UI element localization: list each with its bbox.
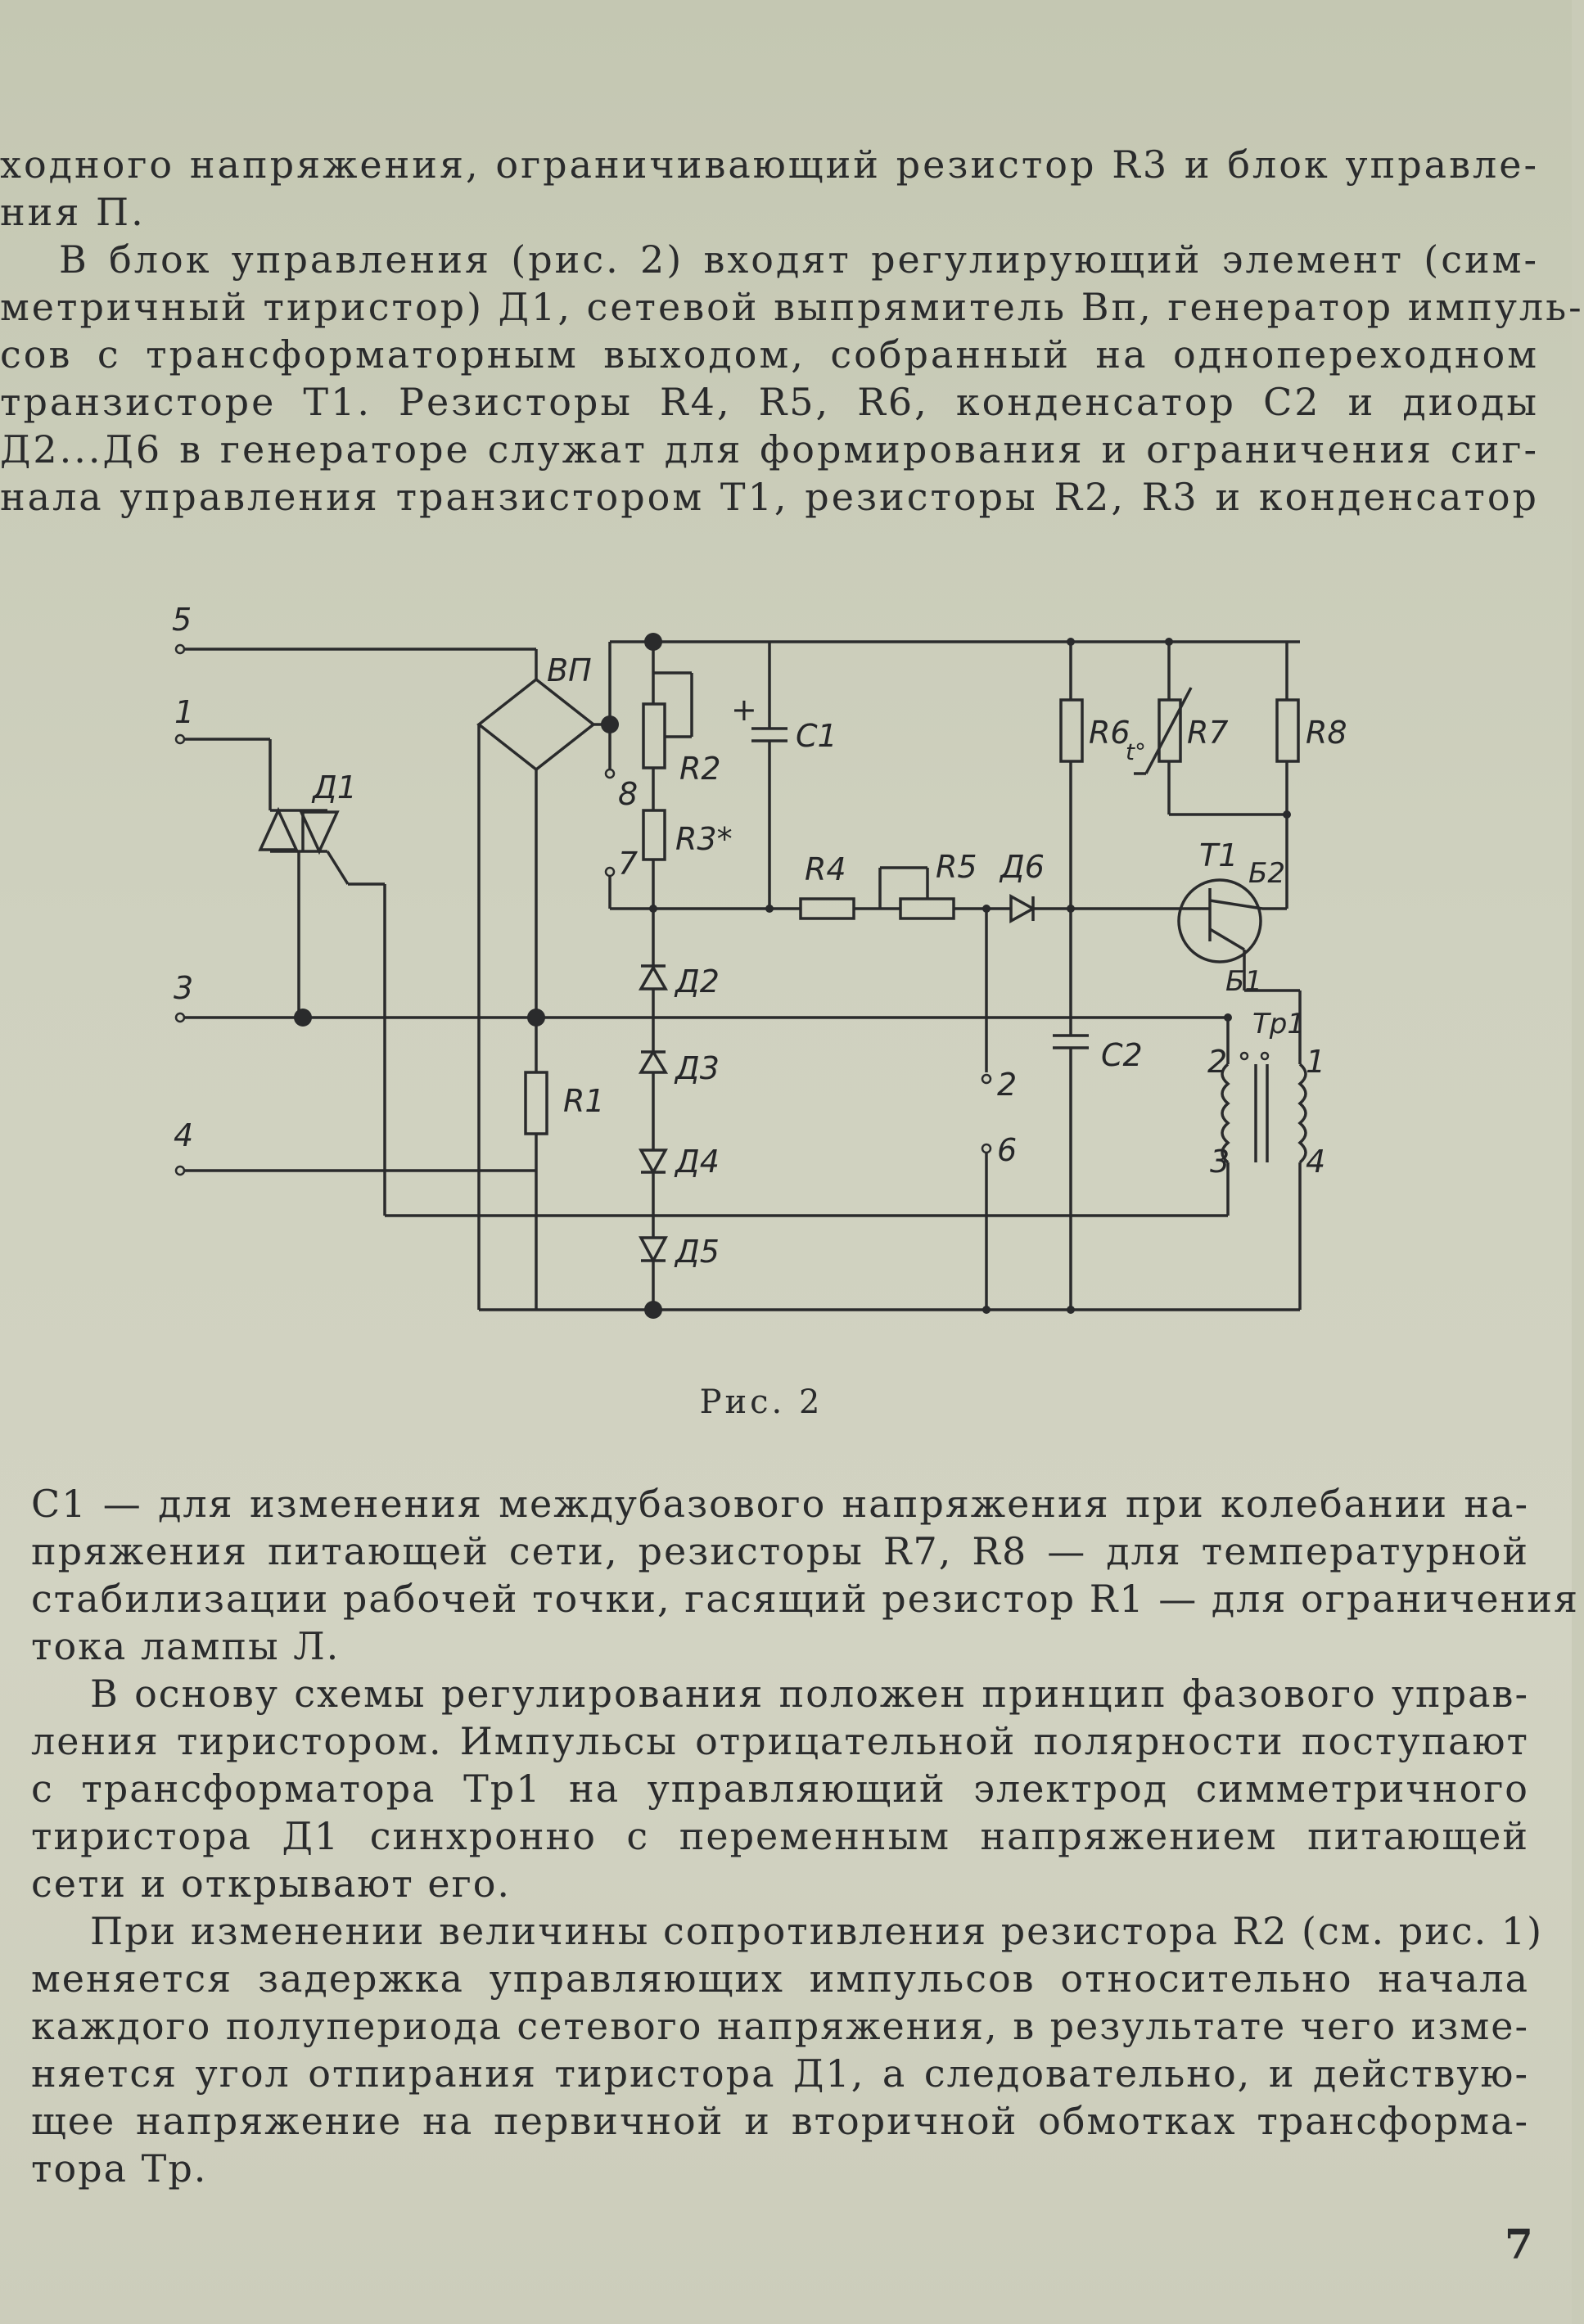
text-line: Д2...Д6 в генераторе служат для формиров… bbox=[0, 427, 1539, 472]
t1-b1-label: Б1 bbox=[1225, 965, 1262, 998]
text-top: ходного напряжения, ограничивающий резис… bbox=[0, 141, 1584, 521]
text-line: транзисторе Т1. Резисторы R4, R5, R6, ко… bbox=[0, 380, 1539, 424]
text-line: тиристора Д1 синхронно с переменным напр… bbox=[31, 1814, 1529, 1858]
terminal-4-label: 4 bbox=[174, 1117, 193, 1153]
tr-pin4-label: 4 bbox=[1306, 1144, 1325, 1180]
text-line: с трансформатора Тр1 на управляющий элек… bbox=[31, 1767, 1529, 1811]
r4-label: R4 bbox=[805, 851, 846, 887]
r2-label: R2 bbox=[679, 751, 721, 787]
d5-label: Д5 bbox=[674, 1234, 720, 1270]
r3-label: R3* bbox=[675, 821, 733, 857]
figure-caption: Рис. 2 bbox=[699, 1383, 824, 1421]
r6-label: R6 bbox=[1089, 715, 1130, 751]
r5-label: R5 bbox=[936, 849, 977, 885]
terminal-1-label: 1 bbox=[174, 694, 194, 730]
text-line: няется угол отпирания тиристора Д1, а сл… bbox=[31, 2051, 1529, 2096]
transformer-label: Тр1 bbox=[1252, 1008, 1305, 1040]
text-line: стабилизации рабочей точки, гасящий рези… bbox=[31, 1577, 1579, 1621]
d2-label: Д2 bbox=[674, 963, 720, 1000]
tr-pin1-label: 1 bbox=[1306, 1044, 1325, 1080]
text-line: сов с трансформаторным выходом, собранны… bbox=[0, 332, 1539, 377]
c2-label: C2 bbox=[1101, 1037, 1143, 1073]
r8-label: R8 bbox=[1306, 715, 1347, 751]
text-line: При изменении величины сопротивления рез… bbox=[90, 1909, 1544, 1953]
text-line: каждого полупериода сетевого напряжения,… bbox=[31, 2004, 1529, 2048]
text-line: щее напряжение на первичной и вторичной … bbox=[31, 2099, 1529, 2143]
c1-label: C1 bbox=[796, 718, 837, 754]
text-line: сети и открывают его. bbox=[31, 1861, 512, 1906]
terminal-8-label: 8 bbox=[618, 776, 638, 812]
terminal-7-label: 7 bbox=[618, 846, 638, 882]
text-line: меняется задержка управляющих импульсов … bbox=[31, 1956, 1529, 2001]
text-line: тора Тр. bbox=[31, 2146, 208, 2191]
terminal-5-label: 5 bbox=[172, 602, 192, 638]
terminal-6-label: 6 bbox=[997, 1132, 1017, 1168]
terminal-3-label: 3 bbox=[174, 970, 193, 1006]
text-line: метричный тиристор) Д1, сетевой выпрямит… bbox=[0, 285, 1584, 329]
text-bottom: С1 — для изменения междубазового напряже… bbox=[31, 1480, 1579, 2192]
r1-label: R1 bbox=[563, 1083, 605, 1119]
tr-pin2-label: 2 bbox=[1207, 1044, 1227, 1080]
text-line: ходного напряжения, ограничивающий резис… bbox=[0, 142, 1539, 187]
text-line: В основу схемы регулирования положен при… bbox=[90, 1672, 1529, 1716]
text-line: ления тиристором. Импульсы отрицательной… bbox=[31, 1719, 1529, 1763]
d6-label: Д6 bbox=[999, 849, 1045, 885]
c1-plus-label: + bbox=[731, 692, 757, 728]
terminal-2-label: 2 bbox=[997, 1067, 1017, 1103]
text-line: пряжения питающей сети, резисторы R7, R8… bbox=[31, 1529, 1529, 1573]
page-number: 7 bbox=[1505, 2220, 1533, 2268]
tr-pin3-label: 3 bbox=[1210, 1144, 1230, 1180]
text-line: нала управления транзистором Т1, резисто… bbox=[0, 475, 1539, 519]
t1-b2-label: Б2 bbox=[1248, 857, 1285, 890]
r7-label: R7 bbox=[1187, 715, 1229, 751]
triac-label: Д1 bbox=[311, 769, 357, 806]
text-line: ния П. bbox=[0, 190, 146, 234]
bridge-label: ВП bbox=[547, 652, 592, 688]
text-line: тока лампы Л. bbox=[31, 1624, 341, 1668]
t1-label: Т1 bbox=[1199, 837, 1238, 873]
d4-label: Д4 bbox=[674, 1144, 720, 1180]
text-line: С1 — для изменения междубазового напряже… bbox=[31, 1482, 1529, 1526]
text-line: В блок управления (рис. 2) входят регули… bbox=[59, 237, 1539, 282]
d3-label: Д3 bbox=[674, 1050, 720, 1086]
r6-t-label: t° bbox=[1126, 738, 1146, 765]
